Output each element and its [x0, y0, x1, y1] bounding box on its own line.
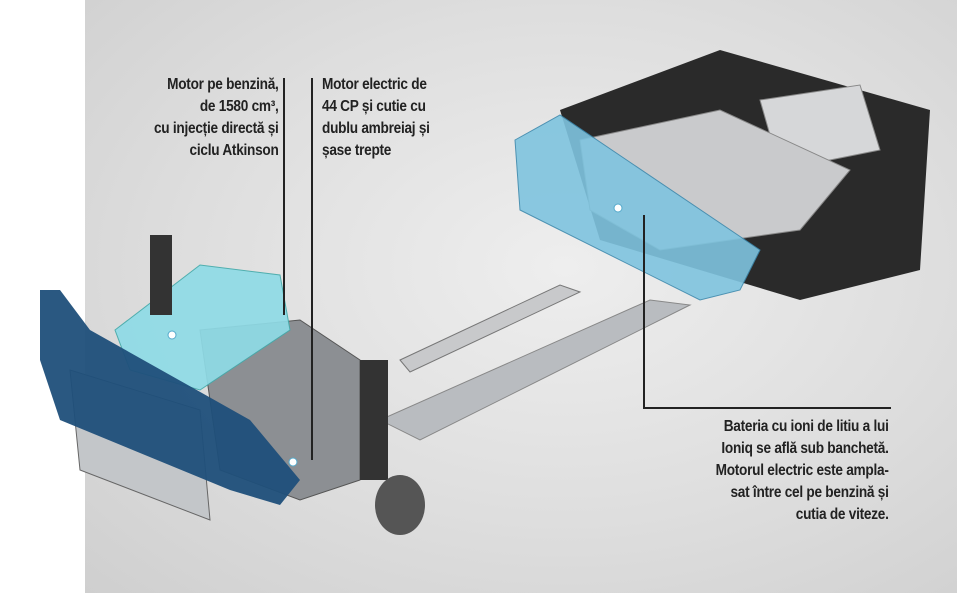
exhaust-pipe [399, 284, 582, 373]
caption-line: Motor electric de [322, 76, 427, 93]
caption-line: dublu ambreiaj și [322, 120, 430, 137]
caption-electric-motor: Motor electric de 44 CP și cutie cu dubl… [322, 74, 430, 162]
caption-line: ciclu Atkinson [189, 142, 279, 159]
front-bumper-beam [40, 290, 300, 505]
caption-line: de 1580 cm³, [200, 98, 279, 115]
caption-line: Motorul electric este ampla- [715, 462, 889, 479]
floor-rail [378, 299, 692, 441]
left-strut [150, 235, 172, 315]
front-wheel-hub [375, 475, 425, 535]
caption-petrol-engine: Motor pe benzină, de 1580 cm³, cu injecț… [154, 74, 279, 162]
front-strut [360, 360, 388, 480]
caption-line: șase trepte [322, 142, 392, 159]
battery-marker [613, 203, 623, 213]
caption-line: Ioniq se află sub banchetă. [721, 440, 889, 457]
caption-line: sat între cel pe benzină și [730, 484, 889, 501]
caption-line: cutia de viteze. [796, 506, 889, 523]
battery-pack [514, 114, 761, 301]
engine-marker [167, 330, 177, 340]
leader-line-battery [643, 215, 891, 409]
motor-marker [288, 457, 298, 467]
caption-line: 44 CP și cutie cu [322, 98, 426, 115]
caption-battery: Bateria cu ioni de litiu a lui Ioniq se … [716, 416, 889, 526]
caption-line: cu injecție directă și [154, 120, 279, 137]
caption-line: Bateria cu ioni de litiu a lui [724, 418, 889, 435]
caption-line: Motor pe benzină, [167, 76, 280, 93]
